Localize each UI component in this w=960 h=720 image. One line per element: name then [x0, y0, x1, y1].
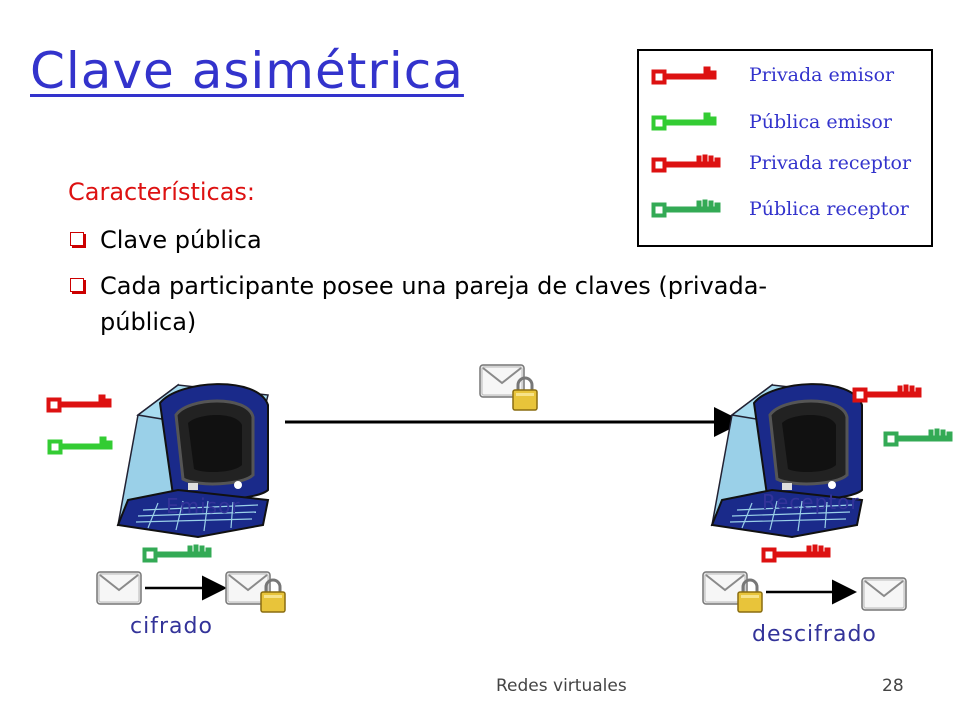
- receiver-label: Receptor: [762, 490, 860, 514]
- key-legend: Privada emisor Pública emisor Privada re…: [637, 49, 933, 247]
- sender-private-key-icon: [46, 393, 113, 413]
- receiver-computer-icon: [710, 382, 864, 539]
- public-sender-key-icon: [651, 111, 718, 131]
- encrypt-key-icon: [142, 543, 213, 563]
- slide-title: Clave asimétrica: [30, 42, 464, 100]
- receiver-private-key-icon: [852, 383, 923, 403]
- private-receiver-key-icon: [651, 153, 722, 173]
- legend-label-private-receiver: Privada receptor: [749, 152, 912, 174]
- bullet-marker-icon: [70, 278, 84, 292]
- page-number: 28: [882, 676, 904, 696]
- receiver-public-key-icon: [883, 427, 954, 447]
- decrypted-envelope-icon: [861, 577, 907, 611]
- sender-public-key-icon: [47, 435, 114, 455]
- plain-envelope-icon: [96, 571, 142, 605]
- bullet-item: Cada participante posee una pareja de cl…: [70, 268, 790, 340]
- bullet-text: Clave pública: [100, 226, 262, 254]
- decrypt-label: descifrado: [752, 622, 877, 647]
- decrypt-key-icon: [761, 543, 832, 563]
- public-receiver-key-icon: [651, 198, 722, 218]
- bullet-item: Clave pública: [70, 222, 262, 258]
- bullet-text: Cada participante posee una pareja de cl…: [100, 272, 768, 336]
- legend-label-private-sender: Privada emisor: [749, 64, 895, 86]
- bullet-marker-icon: [70, 232, 84, 246]
- encrypt-label: cifrado: [130, 614, 213, 639]
- characteristics-heading: Características:: [68, 178, 256, 206]
- legend-label-public-receiver: Pública receptor: [749, 198, 909, 220]
- private-sender-key-icon: [651, 65, 718, 85]
- legend-label-public-sender: Pública emisor: [749, 111, 892, 133]
- sender-label: Emisor: [166, 494, 241, 518]
- footer-course: Redes virtuales: [496, 676, 627, 696]
